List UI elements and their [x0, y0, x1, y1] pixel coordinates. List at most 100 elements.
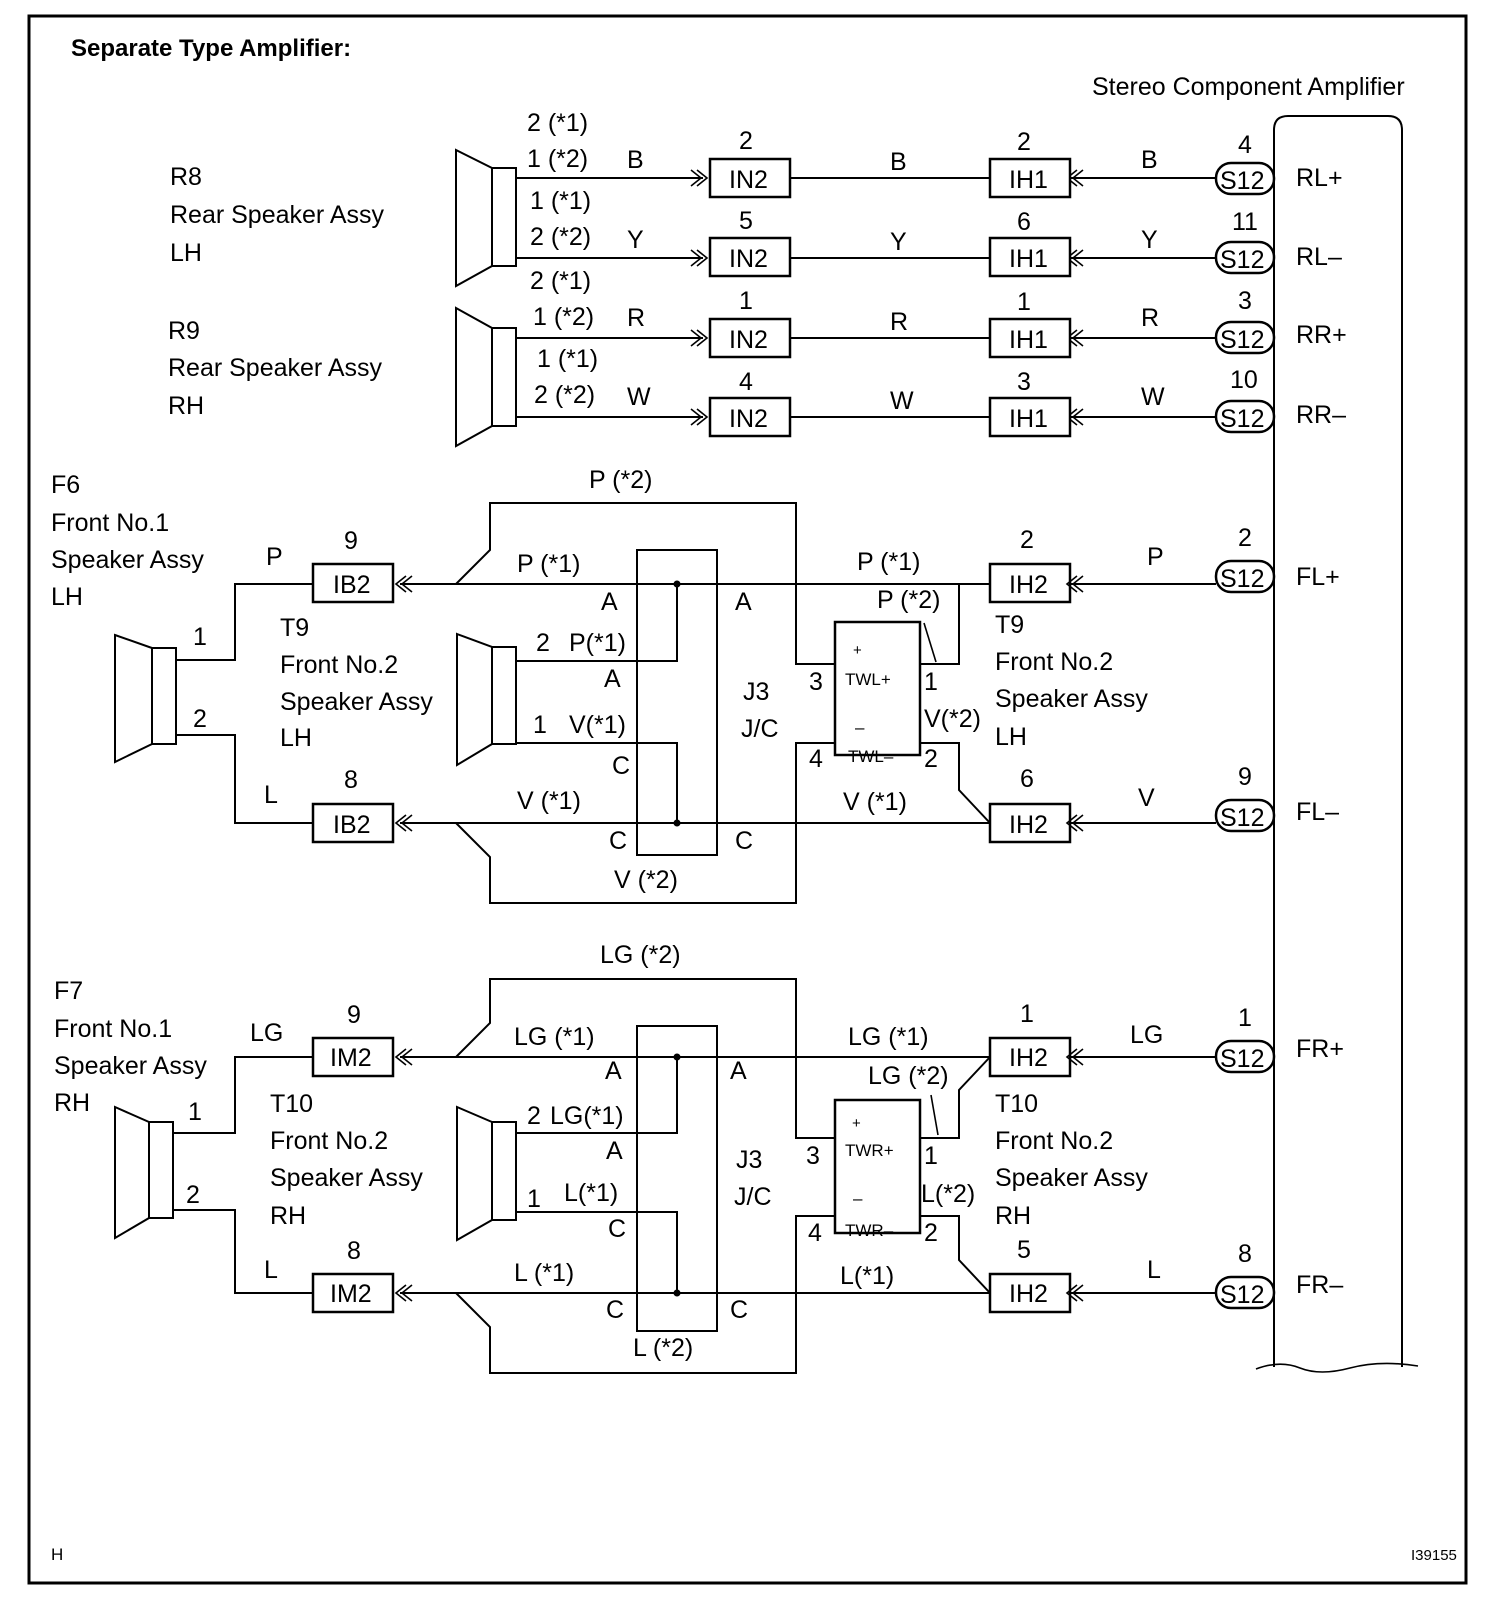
svg-text:3: 3	[809, 668, 823, 696]
svg-text:V (*1): V (*1)	[843, 788, 907, 816]
svg-text:C: C	[609, 827, 627, 855]
output-rl-plus: RL+	[1296, 164, 1343, 192]
svg-text:9: 9	[344, 527, 358, 555]
svg-text:10: 10	[1230, 366, 1258, 394]
svg-text:P (*2): P (*2)	[589, 466, 652, 494]
svg-text:T9: T9	[995, 611, 1024, 639]
svg-text:2: 2	[527, 1102, 541, 1130]
svg-text:1 (*2): 1 (*2)	[533, 303, 594, 331]
svg-text:J/C: J/C	[734, 1183, 772, 1211]
svg-text:A: A	[601, 588, 618, 616]
speaker-label-f7: F7 Front No.1 Speaker Assy RH	[54, 977, 207, 1117]
svg-text:1: 1	[1017, 288, 1031, 316]
svg-text:+: +	[853, 642, 862, 659]
svg-text:LG (*1): LG (*1)	[514, 1023, 595, 1051]
output-fl-plus: FL+	[1296, 563, 1340, 591]
output-fr-plus: FR+	[1296, 1035, 1344, 1063]
svg-text:V(*1): V(*1)	[569, 711, 626, 739]
svg-text:Y: Y	[1141, 226, 1158, 254]
svg-text:IH1: IH1	[1009, 405, 1048, 433]
svg-text:L(*2): L(*2)	[921, 1180, 975, 1208]
svg-text:IM2: IM2	[330, 1044, 372, 1072]
svg-text:P (*1): P (*1)	[857, 548, 920, 576]
output-fr-minus: FR–	[1296, 1271, 1343, 1299]
svg-text:2: 2	[1020, 526, 1034, 554]
speaker-label-t9-right: T9 Front No.2 Speaker Assy LH	[995, 611, 1148, 751]
svg-text:2 (*2): 2 (*2)	[530, 223, 591, 251]
svg-text:V(*2): V(*2)	[924, 705, 981, 733]
speaker-symbol-f7	[114, 1105, 174, 1240]
speaker-symbol-r8	[455, 148, 517, 288]
svg-text:8: 8	[347, 1237, 361, 1265]
svg-text:A: A	[606, 1137, 623, 1165]
svg-text:2: 2	[924, 745, 938, 773]
svg-text:W: W	[627, 383, 651, 411]
svg-text:P: P	[266, 543, 283, 571]
svg-text:P (*1): P (*1)	[517, 550, 580, 578]
footer-right: I39155	[1411, 1547, 1457, 1564]
svg-text:1 (*1): 1 (*1)	[530, 187, 591, 215]
svg-text:L(*1): L(*1)	[840, 1262, 894, 1290]
svg-text:3: 3	[1238, 287, 1252, 315]
svg-text:P (*2): P (*2)	[877, 586, 940, 614]
svg-text:11: 11	[1232, 208, 1258, 236]
rear-wire-rl-plus: B B B	[516, 146, 1216, 187]
speaker-symbol-t10	[456, 1105, 517, 1242]
svg-text:1: 1	[188, 1098, 202, 1126]
svg-text:C: C	[612, 752, 630, 780]
svg-text:A: A	[604, 665, 621, 693]
svg-text:S12: S12	[1220, 405, 1264, 433]
svg-text:IB2: IB2	[333, 811, 371, 839]
svg-text:IH2: IH2	[1009, 811, 1048, 839]
rear-pin-labels: 2 (*1) 1 (*2) 1 (*1) 2 (*2) 2 (*1) 1 (*2…	[527, 109, 598, 409]
svg-text:L: L	[264, 1256, 278, 1284]
svg-text:C: C	[735, 827, 753, 855]
svg-text:Front No.1: Front No.1	[54, 1015, 172, 1043]
speaker-label-t9-left: T9 Front No.2 Speaker Assy LH	[280, 614, 433, 752]
amplifier-outputs: RL+ RL– RR+ RR– FL+ FL– FR+ FR–	[1296, 164, 1347, 1299]
svg-text:J3: J3	[736, 1146, 762, 1174]
svg-text:RH: RH	[995, 1202, 1031, 1230]
speaker-symbol-r9	[455, 306, 517, 448]
svg-text:–: –	[855, 718, 865, 737]
svg-text:P(*1): P(*1)	[569, 629, 626, 657]
svg-text:IB2: IB2	[333, 571, 371, 599]
diagram-title: Separate Type Amplifier:	[71, 35, 351, 62]
svg-text:W: W	[1141, 383, 1165, 411]
svg-text:A: A	[605, 1057, 622, 1085]
svg-text:1: 1	[527, 1185, 541, 1213]
svg-text:LG (*2): LG (*2)	[868, 1062, 949, 1090]
svg-text:S12: S12	[1220, 167, 1264, 195]
svg-text:S12: S12	[1220, 246, 1264, 274]
svg-text:2: 2	[739, 127, 753, 155]
svg-text:Front No.2: Front No.2	[995, 648, 1113, 676]
svg-text:L (*2): L (*2)	[633, 1334, 693, 1362]
svg-text:IH1: IH1	[1009, 245, 1048, 273]
speaker-symbol-f6	[114, 633, 177, 764]
svg-text:1 (*1): 1 (*1)	[537, 345, 598, 373]
svg-text:RH: RH	[54, 1089, 90, 1117]
connector-in2-column: IN2 2 IN2 5 IN2 1 IN2 4	[708, 127, 792, 438]
svg-text:L(*1): L(*1)	[564, 1179, 618, 1207]
svg-text:V (*2): V (*2)	[614, 866, 678, 894]
svg-text:8: 8	[1238, 1240, 1252, 1268]
svg-text:T9: T9	[280, 614, 309, 642]
svg-text:A: A	[735, 588, 752, 616]
svg-text:1 (*2): 1 (*2)	[527, 145, 588, 173]
svg-text:Rear Speaker Assy: Rear Speaker Assy	[170, 201, 384, 229]
svg-text:1: 1	[193, 623, 207, 651]
svg-text:L (*1): L (*1)	[514, 1259, 574, 1287]
front-rh-wiring: 1 2 LG L IM2 9 IM2 8 LG (*2) L (*2) LG (…	[173, 941, 1216, 1374]
svg-text:6: 6	[1020, 765, 1034, 793]
svg-text:2: 2	[536, 629, 550, 657]
svg-text:LG(*1): LG(*1)	[550, 1102, 624, 1130]
svg-text:B: B	[1141, 146, 1158, 174]
svg-text:4: 4	[809, 745, 823, 773]
svg-text:S12: S12	[1220, 804, 1264, 832]
connector-s12-column: S12 4 S12 11 S12 3 S12 10 S12 2 S12 9 S1…	[1214, 131, 1276, 1310]
svg-text:1: 1	[1020, 1000, 1034, 1028]
connector-ih1-column: IH1 2 IH1 6 IH1 1 IH1 3	[988, 128, 1072, 438]
svg-text:S12: S12	[1220, 326, 1264, 354]
svg-text:6: 6	[1017, 208, 1031, 236]
svg-text:IN2: IN2	[729, 166, 768, 194]
